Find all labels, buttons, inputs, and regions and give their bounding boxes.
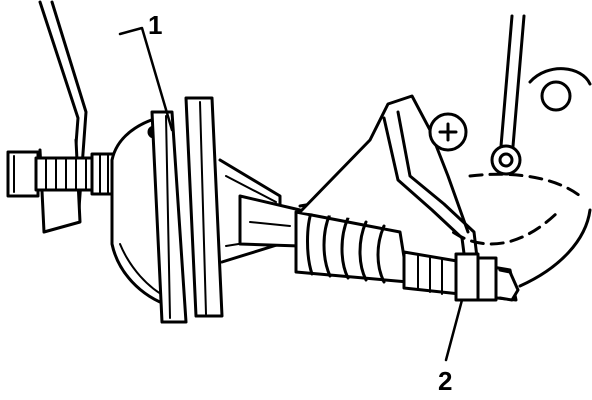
callout-label-1: 1	[148, 10, 162, 40]
left-threaded-stud	[6, 150, 118, 198]
adjusting-nut-assembly	[402, 250, 520, 302]
rubber-boot	[294, 208, 410, 284]
callout-label-2: 2	[438, 366, 452, 396]
callout-leaders	[118, 26, 464, 362]
left-bracket	[38, 0, 88, 234]
right-lower-curve	[518, 208, 592, 288]
operating-shaft	[238, 194, 302, 248]
right-rod	[490, 14, 592, 176]
